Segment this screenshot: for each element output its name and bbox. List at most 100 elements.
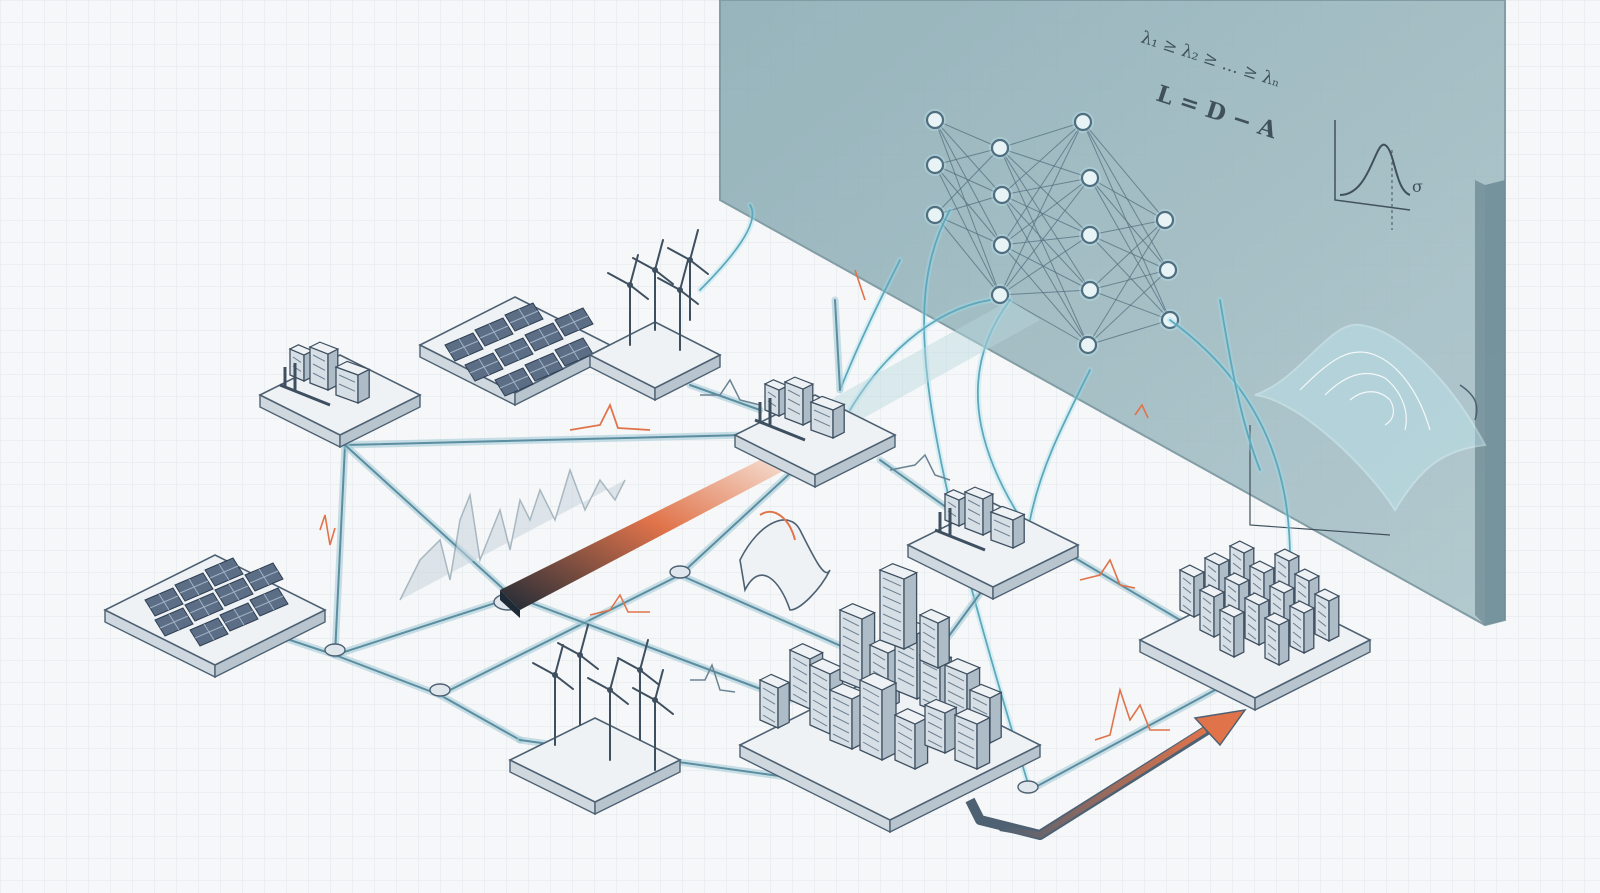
wind-turbine-icon [667, 229, 709, 321]
nn-edge [1001, 121, 1084, 246]
nn-edge [1001, 121, 1084, 196]
building-icon [893, 708, 929, 771]
nn-edge [999, 147, 1091, 291]
nn-node [1080, 280, 1100, 300]
tile-city [738, 563, 1042, 834]
nn-edge [1001, 177, 1091, 196]
nn-edge [999, 147, 1091, 236]
building-icon [334, 360, 371, 405]
building-icon [308, 341, 340, 392]
nn-edge [1089, 219, 1166, 236]
nn-edge [999, 121, 1084, 296]
nn-node [992, 185, 1012, 205]
wind-turbine-icon [532, 644, 574, 746]
nn-edge [1089, 219, 1166, 291]
nn-node [1158, 260, 1178, 280]
nn-node [925, 205, 945, 225]
building-icon [963, 486, 995, 537]
building-icon [989, 505, 1026, 550]
nn-edge [1001, 177, 1091, 246]
nn-edge [1082, 121, 1169, 271]
nn-node [1078, 335, 1098, 355]
tile-data-center [1138, 540, 1372, 712]
nn-edge [999, 121, 1084, 149]
tile-wind-bottom [508, 624, 682, 816]
nn-edge [1001, 234, 1091, 246]
nn-edge [1089, 234, 1169, 271]
nn-node [992, 235, 1012, 255]
sigma-label: σ [1412, 177, 1423, 196]
nn-node [925, 110, 945, 130]
nn-edge [1001, 194, 1089, 346]
analysis-panel: σ λ₁ ≥ λ₂ ≥ … ≥ λₙ L = D − A [719, 0, 1506, 627]
building-icon [943, 489, 969, 528]
neural-network [924, 109, 1181, 356]
nn-edge [934, 147, 1001, 216]
building-icon [783, 376, 815, 427]
wind-turbine-icon [557, 624, 599, 726]
building-icon [763, 379, 789, 418]
tile-factory-right [906, 486, 1080, 601]
wind-turbine-icon [587, 659, 629, 761]
nn-node [990, 285, 1010, 305]
nn-node [990, 138, 1010, 158]
building-icon [758, 673, 791, 730]
nn-edge [999, 177, 1091, 296]
nn-edge [1089, 269, 1169, 291]
nn-edge [934, 194, 1003, 216]
tile-factory-top-left [258, 341, 422, 449]
building-icon [953, 708, 992, 771]
nn-node [1155, 210, 1175, 230]
nn-node [925, 155, 945, 175]
loss-surface [1249, 323, 1487, 536]
tile-substation-center [733, 376, 897, 489]
nn-edge [934, 119, 1001, 149]
nn-edge [999, 147, 1091, 179]
nn-edge [1089, 177, 1166, 221]
nn-edge [999, 294, 1089, 346]
nn-edge [999, 234, 1091, 296]
nn-edge [1001, 194, 1091, 291]
building-icon [878, 563, 919, 651]
wind-turbine-icon [632, 669, 674, 771]
load-waveforms [319, 269, 1170, 741]
nn-edge [934, 119, 1003, 196]
building-icon [1263, 612, 1291, 667]
building-icon [923, 698, 958, 755]
nn-edge [934, 119, 1001, 296]
tile-solar-left [103, 554, 327, 679]
nn-edge [934, 214, 1001, 296]
nn-edge [1087, 269, 1169, 346]
nn-node [1080, 168, 1100, 188]
nn-edge [1089, 177, 1171, 321]
nn-node [1073, 112, 1093, 132]
nn-edge [1001, 244, 1091, 291]
building-icon [1218, 604, 1246, 659]
power-beam [500, 455, 785, 618]
nn-edge [1087, 219, 1166, 346]
wind-turbine-icon [617, 639, 659, 741]
tile-wind-top [588, 229, 722, 402]
nn-edge [1087, 319, 1171, 346]
building-icon [809, 395, 846, 440]
nn-edge [934, 147, 1001, 166]
nn-edge [1089, 177, 1169, 271]
sigmoid-plot: σ [1334, 120, 1423, 230]
nn-edge [934, 119, 1003, 246]
building-icon [918, 608, 951, 670]
flow-arrow [965, 708, 1247, 840]
building-icon [858, 672, 898, 762]
nn-edge [999, 289, 1091, 296]
building-icon [288, 344, 314, 383]
signal-curves [697, 202, 1293, 793]
wind-turbine-icon [632, 239, 674, 331]
nn-edge [1001, 194, 1091, 236]
nn-edge [934, 214, 1003, 246]
nn-node [1080, 225, 1100, 245]
building-icon [1288, 600, 1316, 655]
tile-solar-top [418, 296, 612, 407]
building-icon [1313, 588, 1341, 643]
nn-edge [999, 147, 1089, 346]
nn-edge [1082, 121, 1166, 221]
